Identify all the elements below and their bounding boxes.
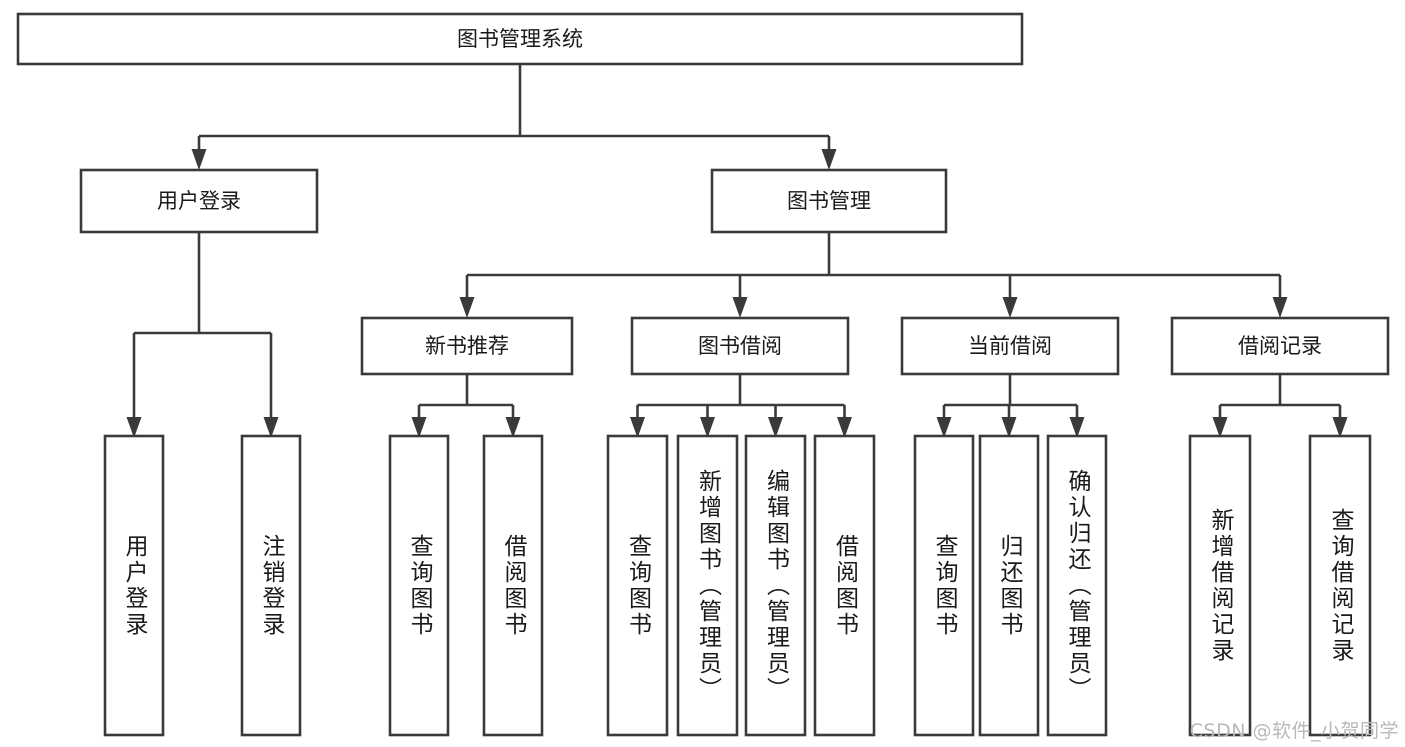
node-level2-label-1: 图书管理 xyxy=(787,189,871,213)
node-level3-label-1: 图书借阅 xyxy=(698,334,782,358)
arrow-down-icon-leaf-0 xyxy=(126,417,142,438)
arrow-down-icon-leaf-11 xyxy=(1212,417,1228,438)
connector-layer xyxy=(126,64,1348,438)
node-leaf-box-10[interactable] xyxy=(1046,434,1108,737)
node-leaf-box-3[interactable] xyxy=(482,434,544,737)
node-level2-box-0[interactable] xyxy=(79,168,319,234)
node-level2-label-0: 用户登录 xyxy=(157,189,241,213)
node-level3-box-1[interactable] xyxy=(630,316,850,376)
node-level2-box-1[interactable] xyxy=(710,168,948,234)
node-leaf-box-2[interactable] xyxy=(388,434,450,737)
arrow-down-icon-leaf-3 xyxy=(505,417,521,438)
node-level3-label-0: 新书推荐 xyxy=(425,334,509,358)
node-level3-box-0[interactable] xyxy=(360,316,574,376)
arrow-down-icon-level3-1 xyxy=(732,297,748,318)
node-leaf-box-1[interactable] xyxy=(240,434,302,737)
node-level3-box-3[interactable] xyxy=(1170,316,1390,376)
arrow-down-icon-leaf-2 xyxy=(411,417,427,438)
node-leaf-box-5[interactable] xyxy=(676,434,739,737)
arrow-down-icon-leaf-12 xyxy=(1332,417,1348,438)
node-root-box[interactable] xyxy=(16,12,1024,66)
arrow-down-icon-level2-0 xyxy=(191,149,207,170)
node-leaf-box-8[interactable] xyxy=(913,434,975,737)
node-leaf-box-12[interactable] xyxy=(1308,434,1372,737)
arrow-down-icon-leaf-8 xyxy=(936,417,952,438)
arrow-down-icon-leaf-1 xyxy=(263,417,279,438)
arrow-down-icon-leaf-10 xyxy=(1069,417,1085,438)
arrow-down-icon-leaf-7 xyxy=(837,417,852,438)
node-leaf-box-4[interactable] xyxy=(606,434,669,737)
node-leaf-box-0[interactable] xyxy=(103,434,165,737)
node-level3-label-2: 当前借阅 xyxy=(968,334,1052,358)
node-root-label: 图书管理系统 xyxy=(457,27,583,51)
node-leaf-box-7[interactable] xyxy=(813,434,876,737)
arrow-down-icon-leaf-5 xyxy=(700,417,715,438)
node-level3-label-3: 借阅记录 xyxy=(1238,334,1322,358)
node-leaf-box-6[interactable] xyxy=(744,434,807,737)
arrow-down-icon-level3-0 xyxy=(459,297,475,318)
node-level3-box-2[interactable] xyxy=(900,316,1120,376)
arrow-down-icon-level3-3 xyxy=(1272,297,1288,318)
arrow-down-icon-level3-2 xyxy=(1002,297,1018,318)
node-leaf-box-9[interactable] xyxy=(978,434,1040,737)
arrow-down-icon-leaf-6 xyxy=(768,417,783,438)
arrow-down-icon-leaf-9 xyxy=(1001,417,1017,438)
arrow-down-icon-level2-1 xyxy=(821,149,837,170)
node-leaf-box-11[interactable] xyxy=(1188,434,1252,737)
watermark-text: CSDN @软件_小贺同学 xyxy=(1189,720,1399,742)
arrow-down-icon-leaf-4 xyxy=(630,417,645,438)
node-box-layer xyxy=(16,12,1390,737)
